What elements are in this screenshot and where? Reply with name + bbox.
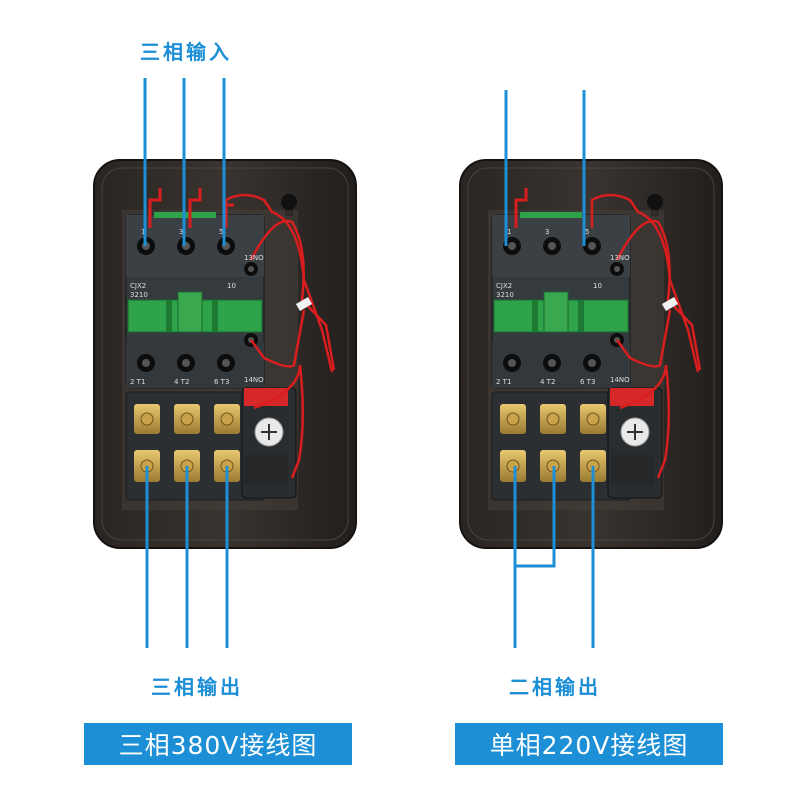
svg-text:3: 3 [545, 228, 549, 236]
left-output-callout-lines [145, 466, 229, 648]
svg-text:2 T1: 2 T1 [130, 378, 145, 386]
svg-text:13NO: 13NO [610, 254, 630, 262]
svg-text:3210: 3210 [496, 291, 514, 299]
right-input-wire-stubs [514, 188, 528, 228]
right-input-callout-lines [504, 90, 586, 246]
svg-text:10: 10 [227, 282, 236, 290]
svg-text:6 T3: 6 T3 [214, 378, 229, 386]
svg-text:4 T2: 4 T2 [174, 378, 189, 386]
svg-text:CJX2: CJX2 [496, 282, 512, 290]
svg-text:10: 10 [593, 282, 602, 290]
svg-text:14NO: 14NO [244, 376, 264, 384]
svg-text:1: 1 [507, 228, 511, 236]
right-caption: 单相220V接线图 [455, 723, 723, 765]
left-input-label: 三相输入 [140, 40, 232, 64]
left-caption: 三相380V接线图 [84, 723, 352, 765]
svg-text:6 T3: 6 T3 [580, 378, 595, 386]
svg-text:4 T2: 4 T2 [540, 378, 555, 386]
svg-text:3210: 3210 [130, 291, 148, 299]
svg-text:1: 1 [141, 228, 145, 236]
svg-text:3: 3 [179, 228, 183, 236]
svg-text:CJX2: CJX2 [130, 282, 146, 290]
left-unit: 1 3 5 13NO CJX2 3210 10 2 T1 4 T2 6 T3 1… [93, 159, 357, 549]
svg-text:5: 5 [219, 228, 223, 236]
left-output-label: 三相输出 [151, 675, 243, 699]
left-input-wire-stubs [148, 188, 234, 228]
svg-text:5: 5 [585, 228, 589, 236]
right-output-callout-lines [513, 466, 595, 648]
right-output-label: 二相输出 [509, 675, 601, 699]
svg-text:2 T1: 2 T1 [496, 378, 511, 386]
left-input-callout-lines [143, 78, 226, 246]
svg-text:14NO: 14NO [610, 376, 630, 384]
right-unit: 1 3 5 13NO CJX2 3210 10 2 T1 4 T2 6 T3 1… [459, 159, 723, 549]
svg-text:13NO: 13NO [244, 254, 264, 262]
